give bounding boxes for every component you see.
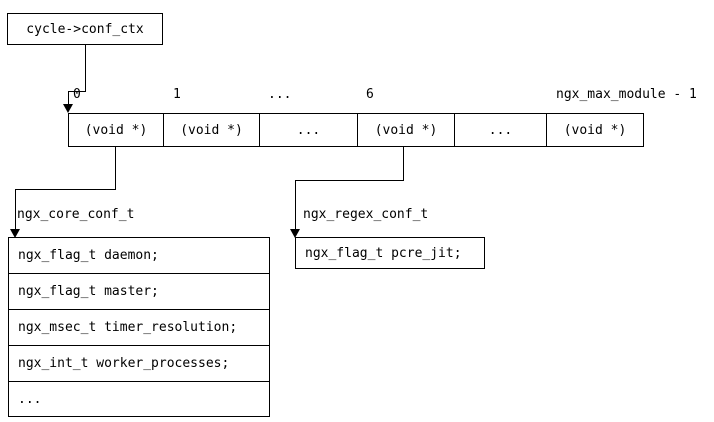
array-cell-ellipsis-left: ... xyxy=(259,113,357,147)
root-pointer-box: cycle->conf_ctx xyxy=(7,13,163,45)
array-index-label-0: 0 xyxy=(73,87,81,102)
core-field-master: ngx_flag_t master; xyxy=(8,273,270,309)
array-cell-6[interactable]: (void *) xyxy=(357,113,454,147)
regex-conf-struct: ngx_flag_t pcre_jit; xyxy=(295,237,485,269)
connector-core-vertical-lower xyxy=(15,189,16,231)
array-cell-max[interactable]: (void *) xyxy=(546,113,644,147)
root-pointer-label: cycle->conf_ctx xyxy=(26,21,144,37)
array-index-label-6: 6 xyxy=(366,87,374,102)
connector-core-arrowhead xyxy=(10,229,20,238)
core-field-timer-resolution: ngx_msec_t timer_resolution; xyxy=(8,309,270,345)
connector-regex-horizontal xyxy=(295,180,404,181)
array-index-label-ellipsis: ... xyxy=(268,87,292,102)
core-field-ellipsis: ... xyxy=(8,381,270,417)
connector-root-arrowhead xyxy=(63,104,73,113)
regex-field-pcre-jit: ngx_flag_t pcre_jit; xyxy=(295,237,485,269)
core-field-daemon: ngx_flag_t daemon; xyxy=(8,237,270,273)
conf-ctx-array: (void *) (void *) ... (void *) ... (void… xyxy=(68,113,644,147)
connector-regex-arrowhead xyxy=(290,229,300,238)
array-cell-0[interactable]: (void *) xyxy=(68,113,163,147)
connector-root-vertical-upper xyxy=(85,45,86,92)
connector-regex-vertical-lower xyxy=(295,180,296,231)
regex-struct-type-label: ngx_regex_conf_t xyxy=(303,207,429,222)
core-field-worker-processes: ngx_int_t worker_processes; xyxy=(8,345,270,381)
connector-root-horizontal xyxy=(68,91,86,92)
connector-core-horizontal xyxy=(15,189,116,190)
array-index-label-1: 1 xyxy=(173,87,181,102)
core-conf-struct: ngx_flag_t daemon; ngx_flag_t master; ng… xyxy=(8,237,270,417)
connector-core-vertical-upper xyxy=(115,147,116,190)
array-cell-1[interactable]: (void *) xyxy=(163,113,259,147)
core-struct-type-label: ngx_core_conf_t xyxy=(17,207,135,222)
array-index-label-max: ngx_max_module - 1 xyxy=(556,87,697,102)
connector-regex-vertical-upper xyxy=(403,147,404,181)
connector-root-vertical-lower xyxy=(68,91,69,106)
array-cell-ellipsis-right: ... xyxy=(454,113,546,147)
